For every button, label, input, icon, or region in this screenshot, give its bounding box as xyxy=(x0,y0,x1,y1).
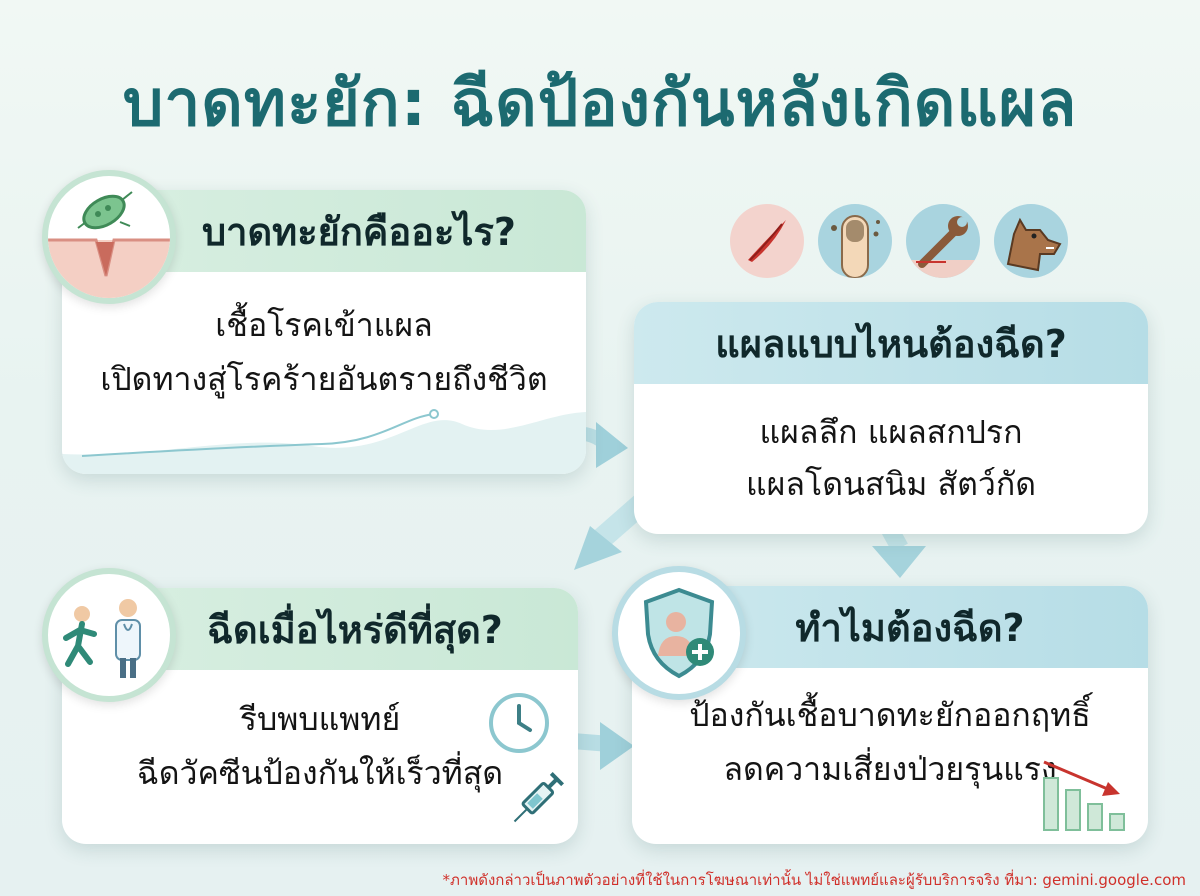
rusty-wrench-icon xyxy=(906,204,980,278)
card-line: ลดความเสี่ยงป่วยรุนแรง xyxy=(723,750,1057,788)
bacteria-skin-wound-icon xyxy=(42,170,176,304)
wave-decoration xyxy=(62,409,586,474)
card-line: เปิดทางสู่โรคร้ายอันตรายถึงชีวิต xyxy=(100,360,548,398)
card-header: แผลแบบไหนต้องฉีด? xyxy=(634,302,1148,384)
clock-icon xyxy=(489,693,549,753)
page-title: บาดทะยัก: ฉีดป้องกันหลังเกิดแผล xyxy=(122,67,1078,141)
dirty-finger-icon xyxy=(818,204,892,278)
card-line: ป้องกันเชื้อบาดทะยักออกฤทธิ์ xyxy=(689,696,1091,734)
wound-type-icons xyxy=(730,204,1068,278)
card-body: แผลลึก แผลสกปรก แผลโดนสนิม สัตว์กัด xyxy=(634,384,1148,510)
card-line: รีบพบแพทย์ xyxy=(239,700,401,738)
card-body: รีบพบแพทย์ ฉีดวัคซีนป้องกันให้เร็วที่สุด xyxy=(62,670,578,800)
card-body: ป้องกันเชื้อบาดทะยักออกฤทธิ์ ลดความเสี่ย… xyxy=(632,668,1148,796)
running-to-doctor-icon xyxy=(42,568,176,702)
card-body: เชื้อโรคเข้าแผล เปิดทางสู่โรคร้ายอันตราย… xyxy=(62,272,586,406)
card-line: แผลลึก แผลสกปรก xyxy=(759,413,1023,451)
card-line: เชื้อโรคเข้าแผล xyxy=(215,306,433,344)
shield-person-icon xyxy=(612,566,746,700)
card-which-wounds: แผลแบบไหนต้องฉีด? แผลลึก แผลสกปรก แผลโดน… xyxy=(634,302,1148,534)
disclaimer-footer: *ภาพดังกล่าวเป็นภาพตัวอย่างที่ใช้ในการโฆ… xyxy=(442,871,1186,889)
syringe-icon xyxy=(513,772,564,823)
card-line: แผลโดนสนิม สัตว์กัด xyxy=(746,465,1036,503)
dog-bite-icon xyxy=(994,204,1068,278)
declining-bar-chart-icon xyxy=(1043,760,1125,831)
cut-wound-icon xyxy=(730,204,804,278)
card-line: ฉีดวัคซีนป้องกันให้เร็วที่สุด xyxy=(136,754,504,792)
card-why-inject: ทำไมต้องฉีด? ป้องกันเชื้อบาดทะยักออกฤทธิ… xyxy=(632,586,1148,844)
